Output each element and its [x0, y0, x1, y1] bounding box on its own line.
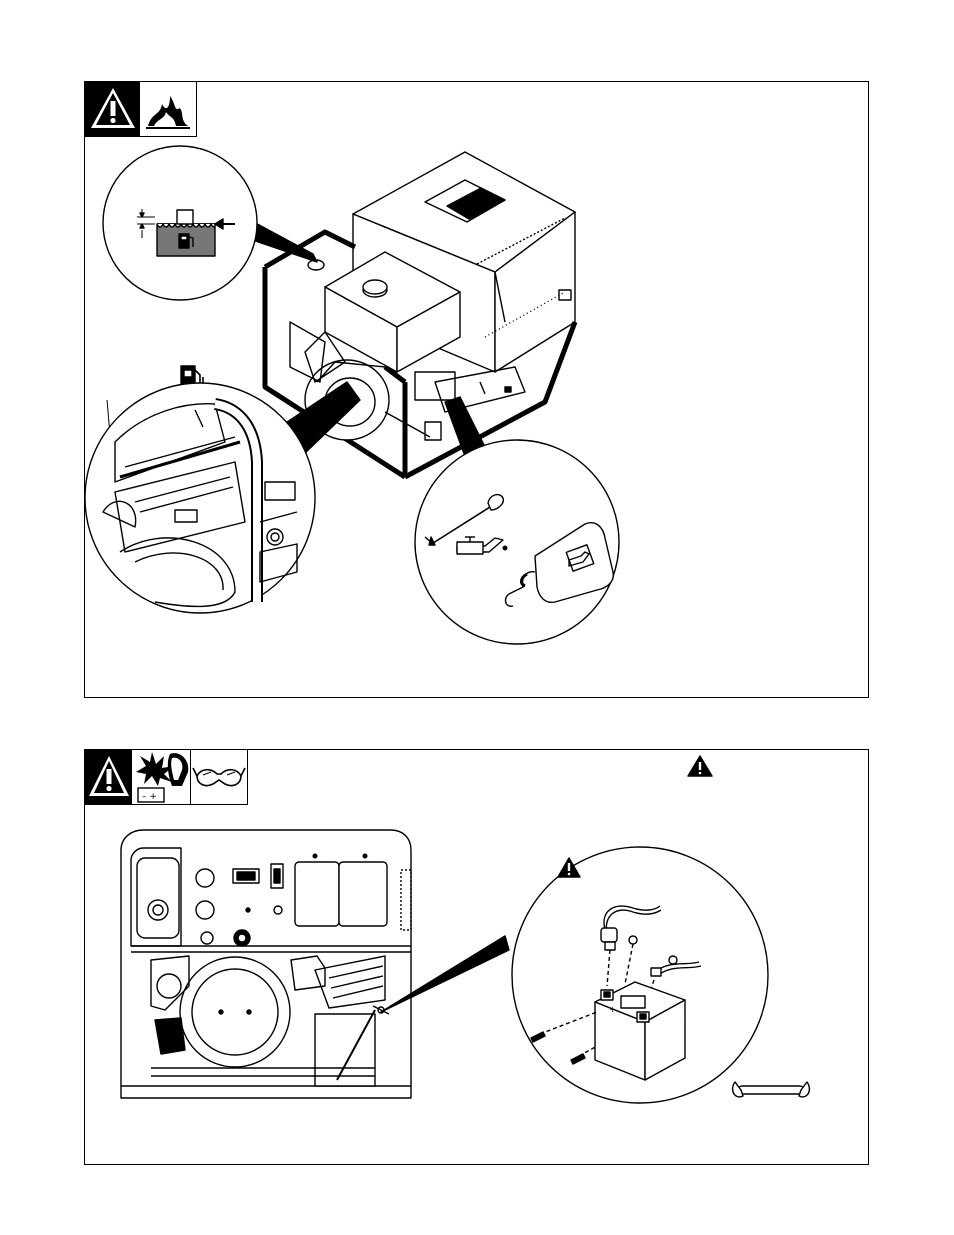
fuel-level-callout — [103, 146, 317, 300]
battery-install-callout: + — [512, 847, 768, 1103]
engine-closeup-callout — [85, 382, 360, 613]
warning-icon-small — [688, 756, 712, 776]
generator-front-view — [121, 830, 411, 1098]
fuel-oil-illustration — [85, 82, 868, 697]
battery-panel: – + — [84, 749, 869, 1165]
oil-check-callout — [415, 397, 619, 644]
svg-text:+: + — [609, 1005, 616, 1014]
fuel-oil-panel — [84, 81, 869, 698]
battery-illustration: + — [85, 750, 868, 1164]
wrench-icon — [733, 1082, 810, 1097]
